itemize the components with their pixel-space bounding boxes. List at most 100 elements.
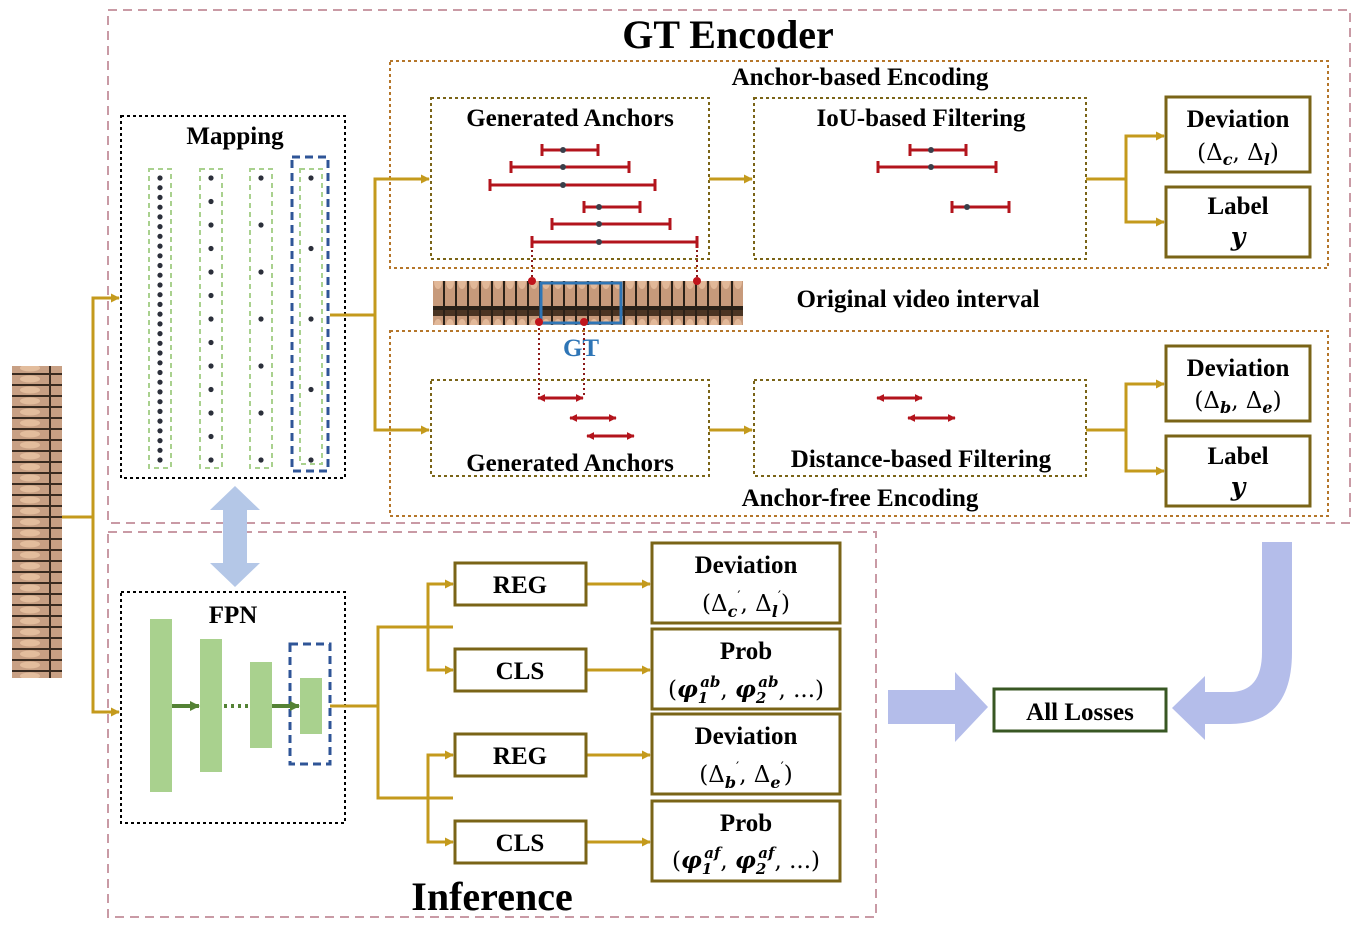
mapping-dot xyxy=(258,269,264,275)
mapping-dot xyxy=(208,433,214,440)
af-anchor-arrows xyxy=(537,394,956,440)
mapping-dot xyxy=(157,457,163,463)
af-generated-anchors-label: Generated Anchors xyxy=(466,450,674,477)
anchor-bar xyxy=(488,179,657,191)
mapping-dot xyxy=(157,418,163,424)
af-label-label: Label xyxy=(1207,443,1268,470)
anchor-based-title: Anchor-based Encoding xyxy=(732,64,989,91)
mapping-dot xyxy=(258,222,264,228)
ab-label-symbol: y xyxy=(1230,222,1247,251)
mapping-dot xyxy=(258,363,264,369)
mapping-dot xyxy=(157,360,163,366)
mapping-dot xyxy=(208,198,214,205)
ab-anchor-bars xyxy=(488,144,699,248)
mapping-dot xyxy=(208,386,214,393)
head-output-box xyxy=(650,541,842,625)
all-losses-box xyxy=(992,687,1168,733)
af-deviation-label: Deviation xyxy=(1187,355,1290,382)
head-name: CLS xyxy=(496,658,545,685)
mapping-dot xyxy=(157,233,163,239)
mapping-dot xyxy=(157,185,163,191)
mapping-dot xyxy=(308,457,314,463)
mapping-dot xyxy=(157,194,163,200)
ab-generated-anchors-box xyxy=(430,97,710,260)
head-output-box xyxy=(650,799,842,883)
ab-generated-anchors-label: Generated Anchors xyxy=(466,105,674,132)
fpn-level-3 xyxy=(250,662,272,748)
flow-lines xyxy=(62,131,1165,847)
head-output-label: Prob xyxy=(720,638,772,665)
guide-points xyxy=(528,277,701,326)
mapping-dot xyxy=(157,379,163,385)
fpn-title: FPN xyxy=(209,602,258,629)
fpn-level-4 xyxy=(300,678,322,734)
guide-lines xyxy=(531,250,698,398)
video-strip xyxy=(433,281,743,325)
af-generated-anchors-box xyxy=(430,379,710,477)
distance-filter-box xyxy=(753,379,1087,477)
inference-to-loss-arrow xyxy=(888,672,988,742)
ab-label-label: Label xyxy=(1207,193,1268,220)
head-output-box xyxy=(650,712,842,796)
mapping-dot xyxy=(208,363,214,369)
inference-region xyxy=(107,531,877,918)
mapping-dot xyxy=(308,175,314,181)
mapping-dot xyxy=(157,389,163,395)
head-output-formula: (φ1af, φ2af, ...) xyxy=(672,844,820,878)
all-losses-label: All Losses xyxy=(1026,699,1134,726)
anchor-bar xyxy=(509,161,631,173)
mapping-dot xyxy=(258,410,264,416)
mapping-dot xyxy=(157,331,163,337)
distance-filter-label: Distance-based Filtering xyxy=(791,446,1052,473)
anchor-bar xyxy=(950,201,1011,213)
mapping-dot xyxy=(157,214,163,220)
mapping-dots xyxy=(157,175,314,463)
anchor-bar xyxy=(582,201,642,213)
mapping-columns xyxy=(148,155,330,473)
anchor-bar xyxy=(876,161,998,173)
mapping-dot xyxy=(208,410,214,416)
head-output-formula: (Δc′, Δl′) xyxy=(702,589,790,621)
af-deviation-box xyxy=(1164,344,1312,423)
gt-label: GT xyxy=(563,335,599,362)
head-name: REG xyxy=(493,572,547,599)
mapping-dot xyxy=(157,243,163,249)
mapping-dot xyxy=(157,301,163,307)
mapping-dot xyxy=(157,340,163,346)
head-name: CLS xyxy=(496,830,545,857)
anchor-bar xyxy=(550,218,672,230)
mapping-title: Mapping xyxy=(186,123,284,150)
input-video-frames xyxy=(12,366,62,678)
mapping-dot xyxy=(157,262,163,269)
head-box xyxy=(453,647,588,693)
fpn-level-1 xyxy=(150,619,172,792)
fpn-level-2 xyxy=(200,639,222,772)
mapping-dot xyxy=(157,272,163,278)
mapping-dot xyxy=(157,438,163,444)
head-output-label: Deviation xyxy=(695,723,798,750)
mapping-dot xyxy=(157,428,163,434)
mapping-dot xyxy=(157,321,163,327)
mapping-dot xyxy=(308,316,314,322)
anchor-free-panel xyxy=(389,330,1329,517)
ab-deviation-label: Deviation xyxy=(1187,106,1290,133)
af-label-symbol: y xyxy=(1230,472,1247,501)
mapping-dot xyxy=(157,350,163,356)
ab-deviation-formula: (Δc, Δl) xyxy=(1197,140,1279,169)
mapping-dot xyxy=(258,316,264,322)
mapping-level-2 xyxy=(199,168,223,469)
iou-filter-label: IoU-based Filtering xyxy=(816,105,1026,132)
mapping-dot xyxy=(157,399,163,405)
mapping-dot xyxy=(208,292,214,299)
mapping-dot xyxy=(157,204,163,210)
head-box xyxy=(453,561,588,607)
mapping-dot xyxy=(308,245,314,252)
mapping-dot xyxy=(258,457,264,463)
inference-title: Inference xyxy=(411,874,572,919)
mapping-dot xyxy=(157,253,163,259)
af-label-box xyxy=(1164,434,1312,508)
mapping-dot xyxy=(208,316,214,322)
head-box xyxy=(453,819,588,865)
gt-encoder-title: GT Encoder xyxy=(622,12,834,57)
